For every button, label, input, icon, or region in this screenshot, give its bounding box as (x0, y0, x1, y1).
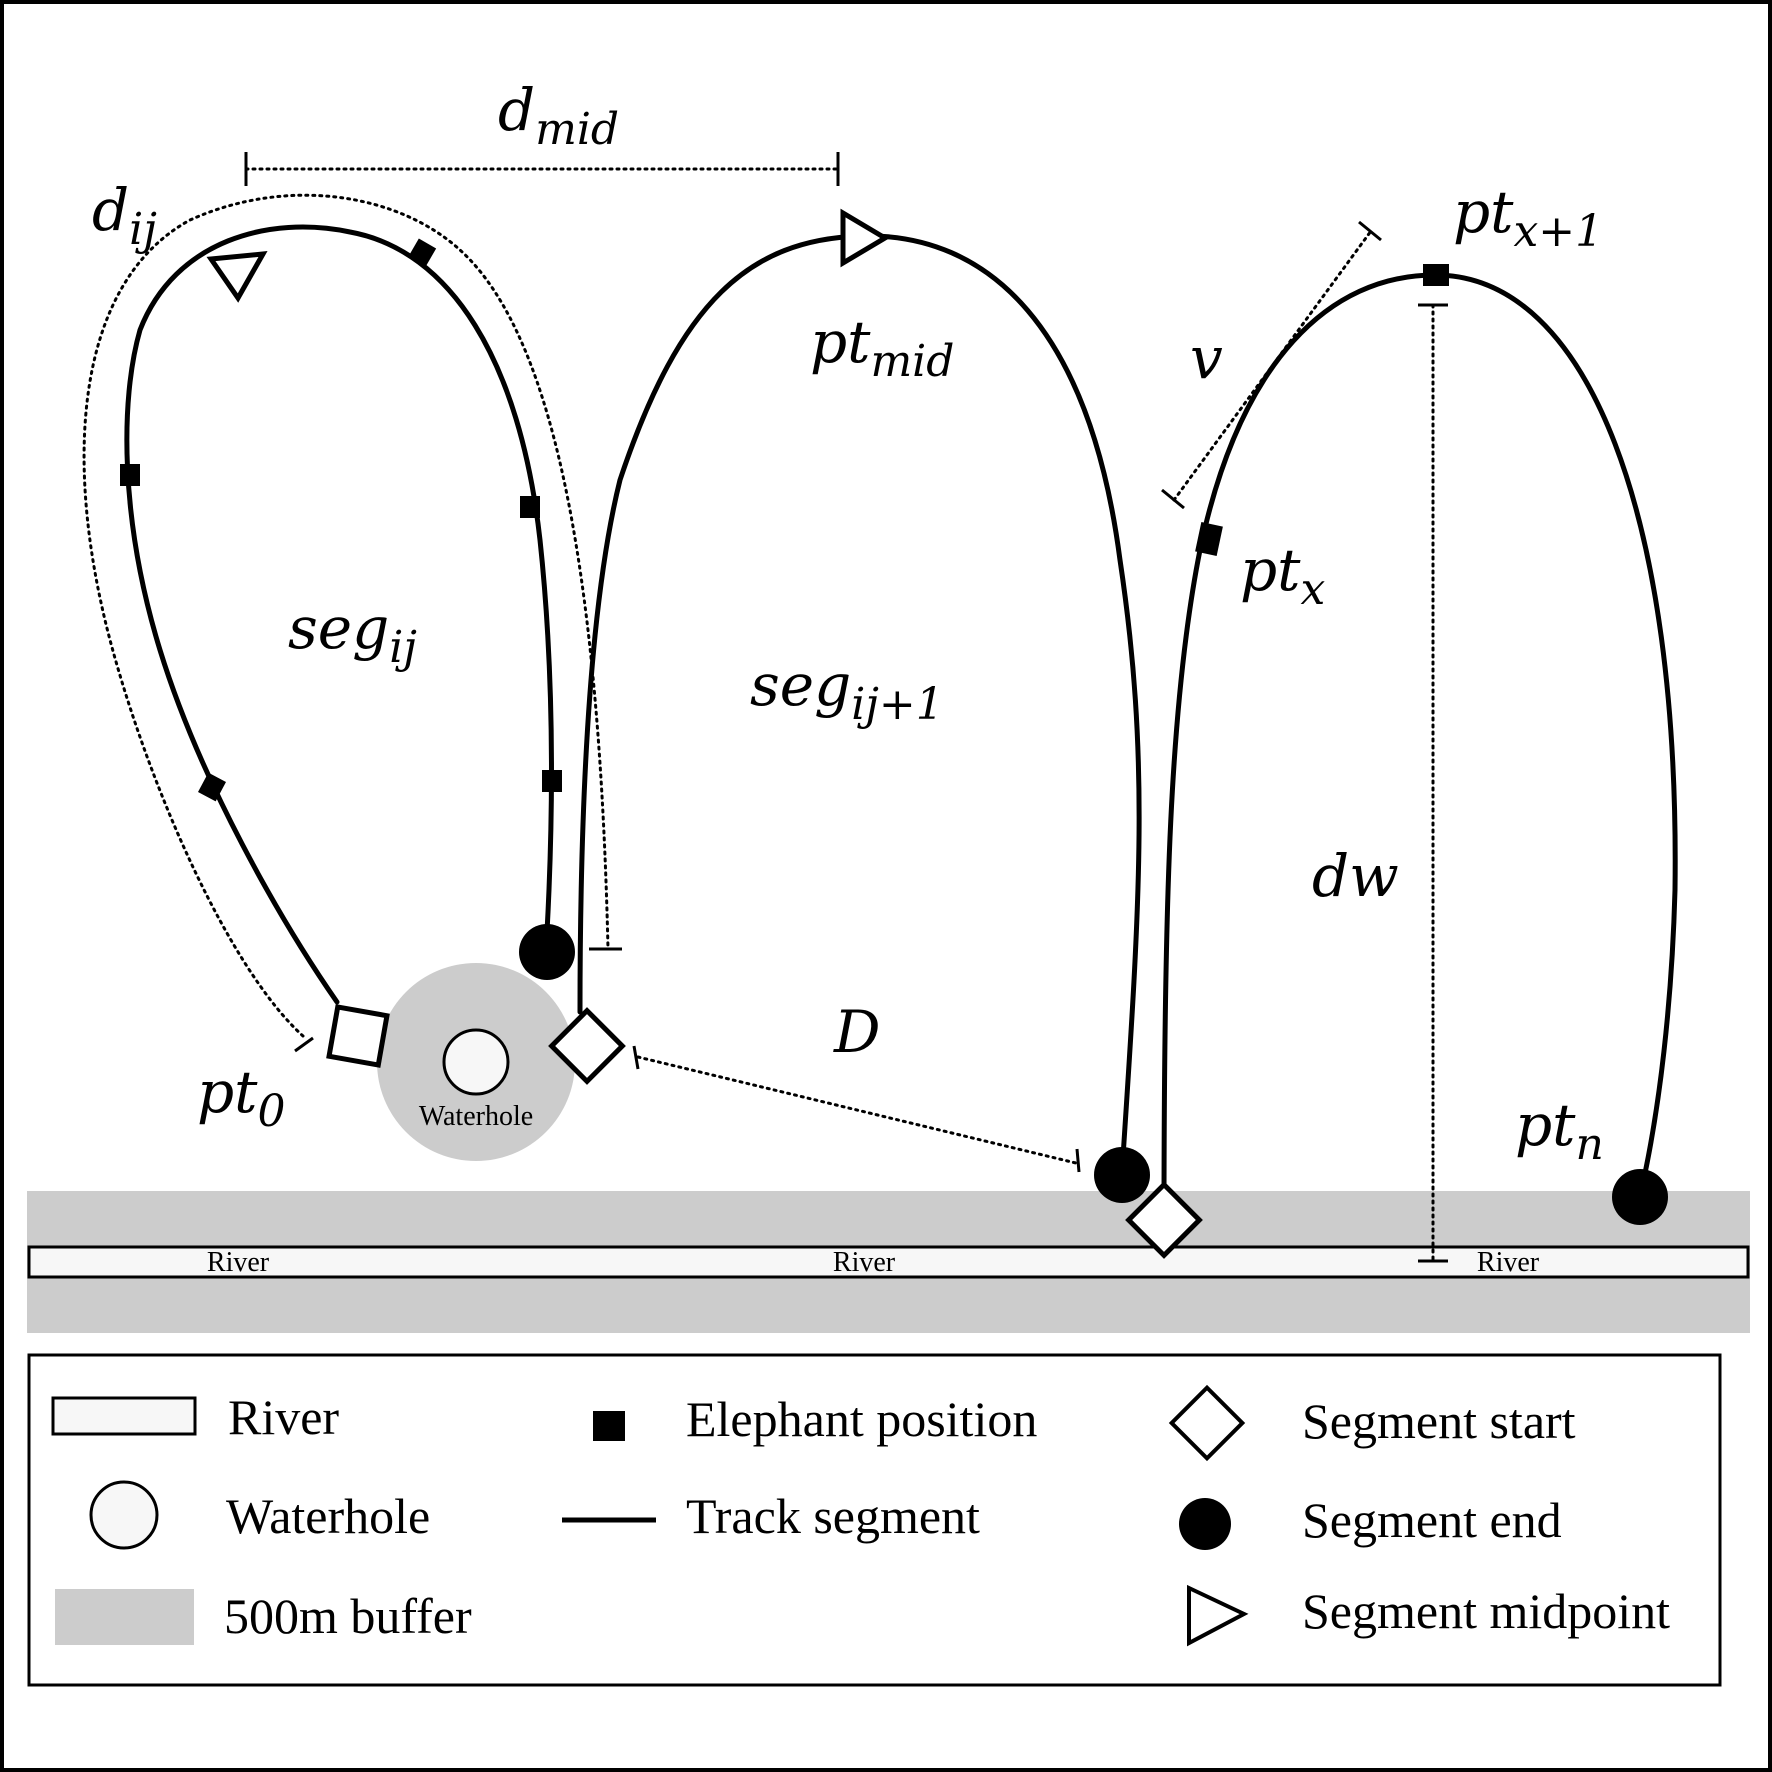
legend-track-segment-label: Track segment (686, 1488, 980, 1544)
legend-buffer-swatch (55, 1589, 194, 1645)
elephant-position-marker (120, 464, 140, 486)
label-pt-mid: ptmid (810, 308, 954, 387)
label-pt-0: pt0 (197, 1058, 285, 1137)
elephant-position-marker (198, 772, 226, 802)
elephant-position-marker (520, 496, 540, 518)
elephant-position-marker (1423, 264, 1449, 286)
elephant-position-marker (1195, 522, 1223, 556)
label-v: v (1190, 324, 1223, 392)
legend-elephant-position-label: Elephant position (686, 1391, 1037, 1447)
legend-waterhole-swatch (89, 1480, 159, 1550)
segment-start-marker (1125, 1181, 1203, 1259)
label-dw: dw (1312, 842, 1399, 910)
label-seg-ij: segij (288, 594, 417, 673)
waterhole-label: Waterhole (419, 1101, 533, 1132)
segment-end-marker (1612, 1169, 1668, 1225)
segment-start-marker-pt0 (326, 1004, 390, 1068)
label-seg-ij1: segij+1 (750, 651, 944, 730)
label-d-mid: dmid (498, 76, 619, 155)
legend: River Waterhole 500m buffer Elephant pos… (27, 1353, 1722, 1687)
D-tick-right (1075, 1148, 1081, 1173)
legend-river-swatch (51, 1396, 197, 1436)
v-tick-low (1161, 488, 1185, 510)
river-label-left: River (207, 1247, 270, 1278)
river-label-center: River (833, 1247, 896, 1278)
label-pt-x: ptx (1240, 536, 1325, 615)
legend-waterhole-label: Waterhole (226, 1488, 430, 1544)
legend-elephant-position-swatch (593, 1411, 625, 1441)
d-ij-start-tick (294, 1036, 314, 1053)
legend-segment-midpoint-swatch (1187, 1584, 1249, 1647)
legend-segment-end-label: Segment end (1302, 1492, 1562, 1548)
label-D: D (833, 998, 881, 1066)
segment-midpoint-marker (206, 251, 268, 303)
track-segment-ij (124, 224, 554, 1005)
D-line (636, 1055, 1082, 1166)
v-tick-high (1358, 220, 1382, 242)
legend-box (27, 1353, 1722, 1687)
label-pt-x1: ptx+1 (1453, 178, 1603, 257)
legend-buffer-label: 500m buffer (224, 1588, 472, 1644)
river (27, 1245, 1750, 1279)
label-pt-n: ptn (1515, 1091, 1604, 1170)
segment-midpoint-marker (840, 208, 890, 268)
river-label-right: River (1477, 1247, 1540, 1278)
segment-end-marker (1094, 1147, 1150, 1203)
D-tick-left (632, 1045, 640, 1070)
label-d-ij: dij (92, 176, 157, 255)
legend-river-label: River (228, 1389, 339, 1445)
legend-segment-start-label: Segment start (1302, 1393, 1576, 1449)
segment-start-marker (548, 1007, 626, 1085)
legend-segment-start-swatch (1168, 1384, 1246, 1462)
elephant-position-marker (407, 238, 437, 268)
segment-end-marker (519, 924, 575, 980)
elephant-position-marker (542, 770, 562, 792)
legend-segment-midpoint-label: Segment midpoint (1302, 1583, 1670, 1639)
waterhole (442, 1028, 510, 1096)
legend-segment-end-swatch (1179, 1498, 1231, 1550)
d-ij-distance-line (82, 193, 610, 1038)
